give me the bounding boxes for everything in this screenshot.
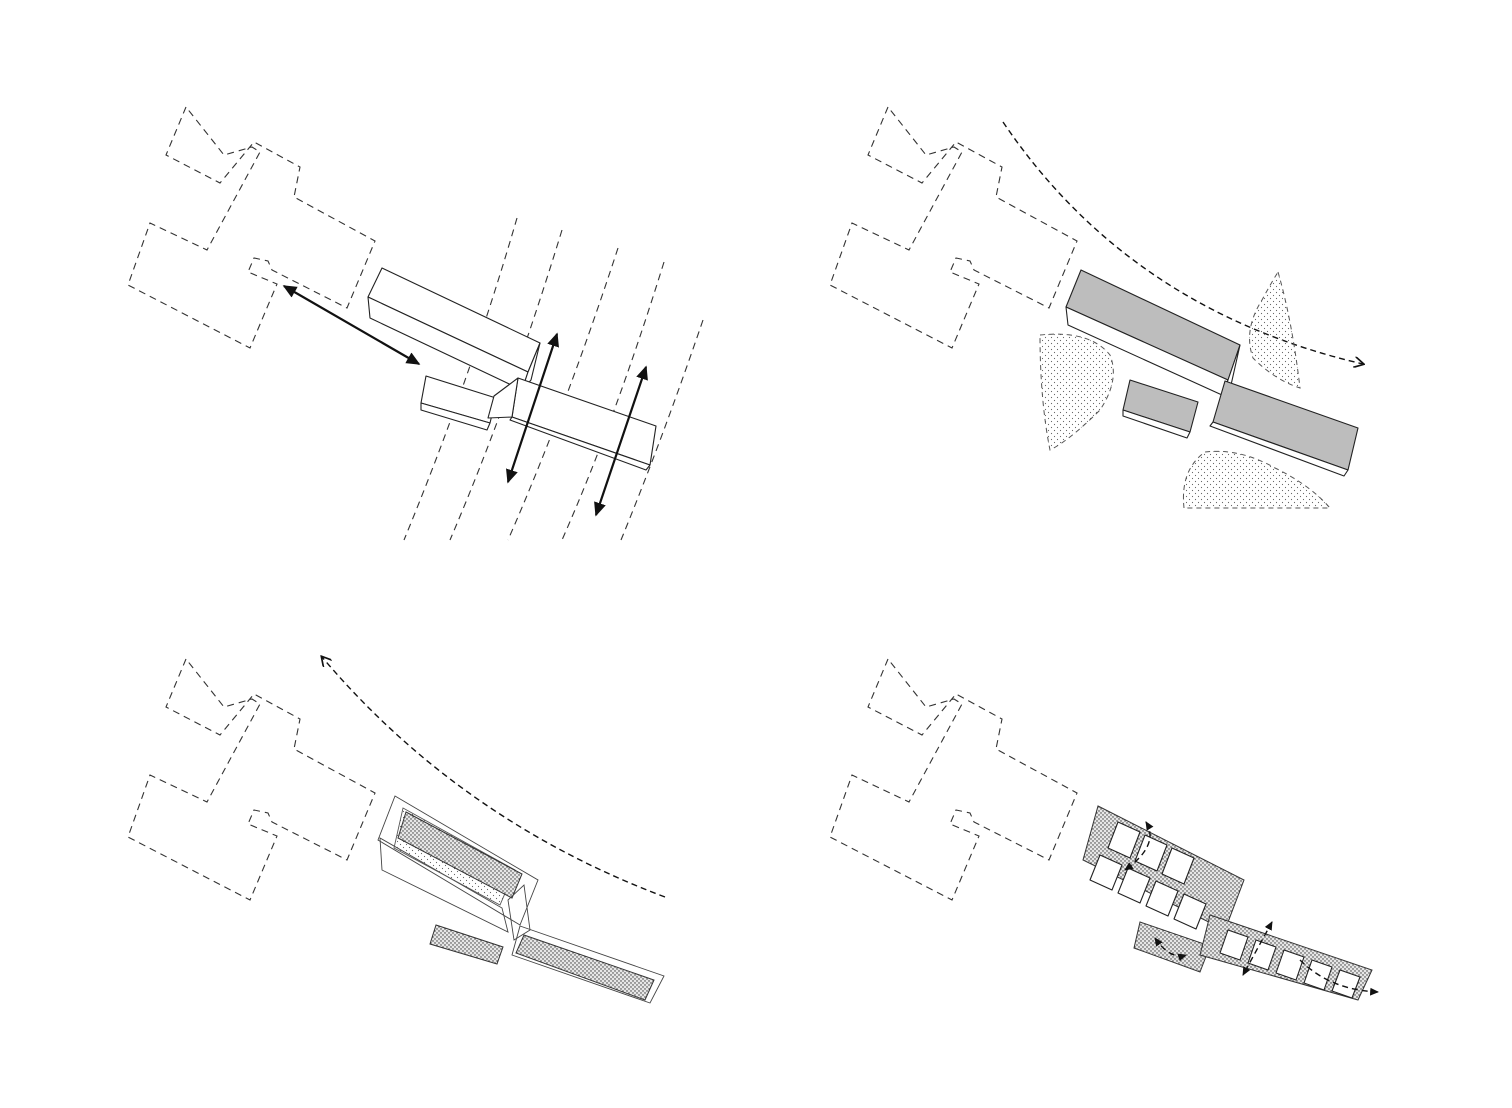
panel-internal-organisation [829, 657, 1379, 1001]
movement-curve-arrow [1002, 121, 1363, 364]
plan-wing-small [1133, 921, 1211, 973]
landscape-zone-south [1182, 450, 1332, 509]
existing-building-outline [829, 657, 1078, 901]
footprint-small [429, 924, 504, 965]
axis-arrow-central [506, 332, 559, 484]
circulation-arrow-b [1154, 937, 1187, 962]
axis-arrow-west [282, 285, 421, 365]
axis-arrow-east [594, 365, 648, 517]
landscape-zone-west [1039, 333, 1114, 451]
building-mass-north [367, 267, 541, 391]
building-mass-south [487, 377, 657, 471]
site-grid-lines [403, 217, 704, 541]
existing-building-outline [127, 657, 376, 901]
existing-building-outline [829, 105, 1078, 349]
panel-ground-footprints [127, 657, 666, 1004]
plan-wing-north [1082, 805, 1245, 931]
panel-volume-and-landscape [829, 105, 1363, 509]
movement-curve-arrow [322, 657, 666, 898]
mass-south-gray [1209, 380, 1359, 477]
footprint-north [377, 795, 539, 933]
landscape-zone-north [1249, 270, 1301, 389]
circulation-arrow-c [1242, 921, 1273, 976]
footprint-connector [507, 884, 531, 941]
footprint-south [511, 925, 665, 1004]
existing-building-outline [127, 105, 376, 349]
circulation-arrow-a [1124, 821, 1154, 871]
mass-small-gray [1122, 379, 1199, 439]
panel-massing-and-axes [127, 105, 704, 541]
building-mass-small [420, 375, 497, 431]
circulation-arrow-d [1299, 959, 1379, 996]
